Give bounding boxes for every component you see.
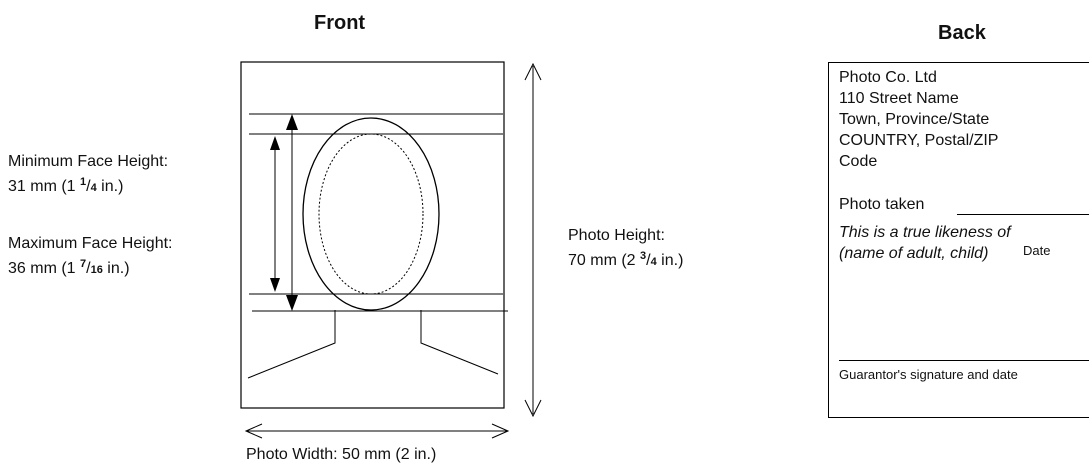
photo-height-arrow-bottom (524, 399, 542, 418)
max-face-arrow-up (286, 114, 298, 130)
min-face-height-label: Minimum Face Height: 31 mm (1 1/4 in.) (8, 152, 168, 198)
min-face-arrow-down (270, 278, 280, 292)
photo-taken-row: Photo taken (829, 194, 1089, 218)
photo-frame (240, 61, 505, 409)
photo-width-arrow-left (244, 423, 263, 439)
photo-back-box: Photo Co. Ltd 110 Street Name Town, Prov… (828, 62, 1089, 418)
photo-height-value: 70 mm (2 3/4 in.) (568, 250, 684, 269)
date-underline (957, 214, 1089, 215)
likeness-statement: This is a true likeness of (name of adul… (829, 222, 1089, 264)
likeness-line-1: This is a true likeness of (839, 224, 1011, 241)
head-inner-oval (318, 133, 424, 295)
address-line: Code (839, 153, 878, 170)
max-face-arrow-down (286, 295, 298, 311)
photo-width-label: Photo Width: 50 mm (2 in.) (246, 446, 437, 463)
date-caption: Date (1023, 243, 1051, 258)
right-shoulder-line (420, 310, 499, 375)
max-face-height-value: 36 mm (1 7/16 in.) (8, 258, 130, 277)
signature-line (839, 360, 1089, 361)
address-line: Town, Province/State (839, 111, 990, 128)
back-heading: Back (938, 22, 986, 44)
photo-width-arrow-right (491, 423, 510, 439)
front-heading: Front (314, 12, 366, 34)
photo-height-arrow-top (524, 62, 542, 81)
studio-address: Photo Co. Ltd 110 Street Name Town, Prov… (829, 63, 1089, 172)
min-face-arrow-up (270, 136, 280, 150)
address-line: 110 Street Name (839, 90, 959, 107)
photo-height-label: Photo Height: 70 mm (2 3/4 in.) (568, 226, 683, 272)
address-line: Photo Co. Ltd (839, 69, 937, 86)
photo-taken-label: Photo taken (839, 196, 925, 213)
likeness-line-2: (name of adult, child) (839, 245, 989, 262)
head-outer-oval (302, 117, 440, 311)
min-face-height-value: 31 mm (1 1/4 in.) (8, 176, 124, 195)
max-face-height-label: Maximum Face Height: 36 mm (1 7/16 in.) (8, 234, 173, 280)
signature-label: Guarantor's signature and date (839, 367, 1018, 382)
photo-height-title: Photo Height: (568, 227, 665, 244)
max-face-height-title: Maximum Face Height: (8, 235, 173, 252)
left-shoulder-line (247, 310, 336, 379)
min-face-height-title: Minimum Face Height: (8, 153, 169, 170)
address-line: COUNTRY, Postal/ZIP (839, 132, 999, 149)
